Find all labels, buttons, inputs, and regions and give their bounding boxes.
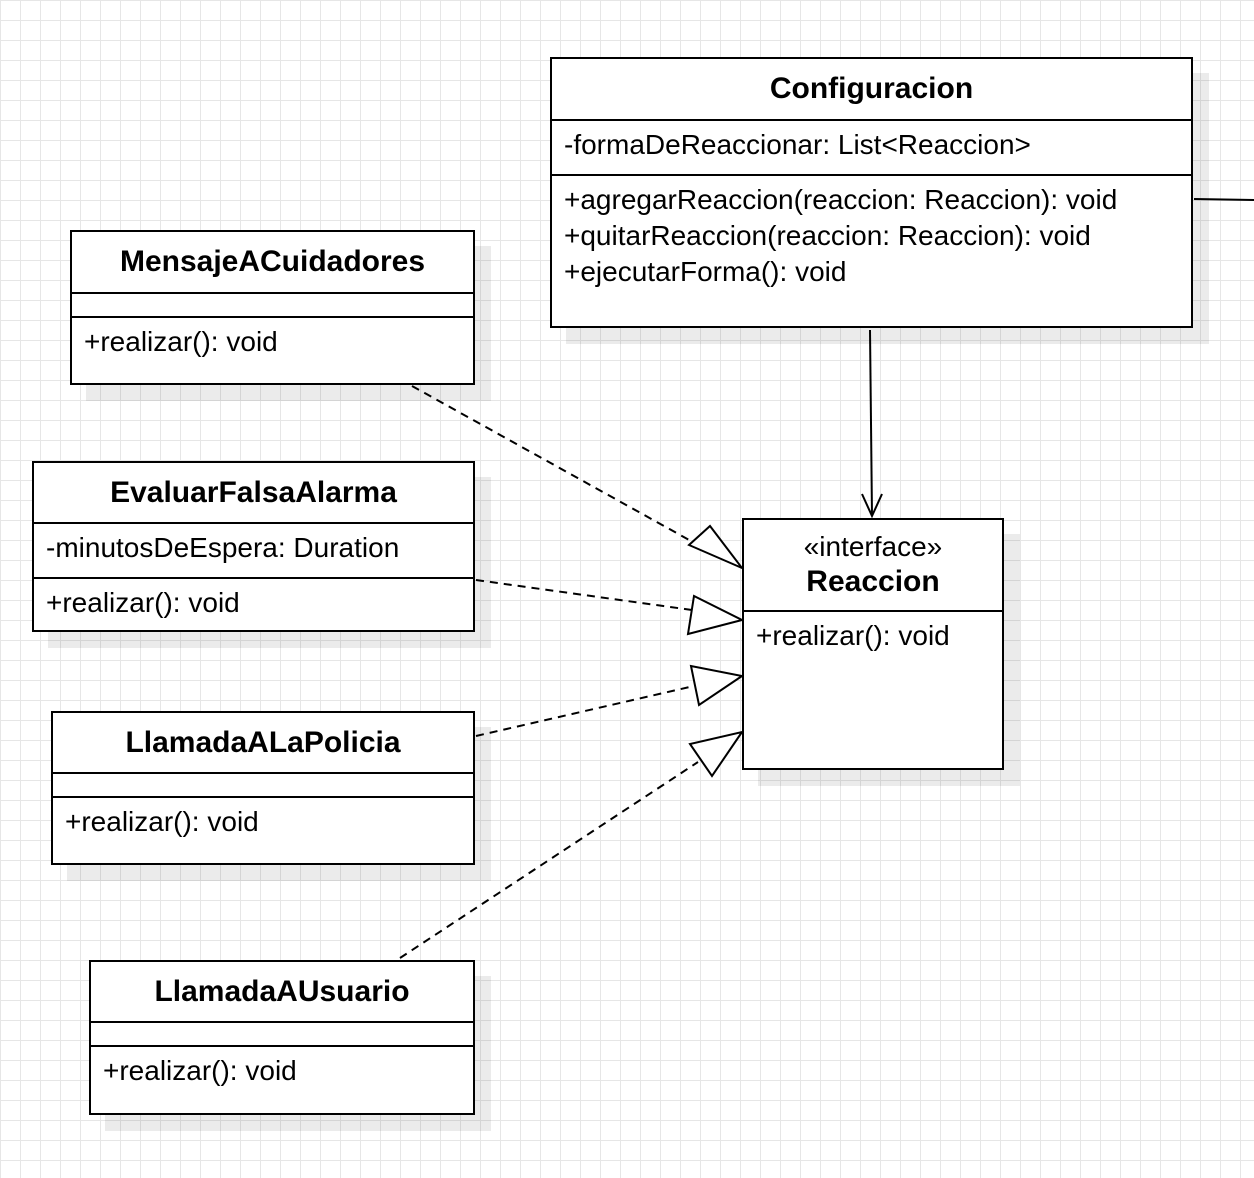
class-title: LlamadaALaPolicia: [53, 713, 473, 774]
realization-triangle-llamada-a-la-policia: [689, 664, 745, 707]
method: +realizar(): void: [103, 1055, 297, 1086]
class-title: EvaluarFalsaAlarma: [34, 463, 473, 524]
methods-section: +agregarReaccion(reaccion: Reaccion): vo…: [552, 176, 1191, 290]
method: +realizar(): void: [84, 326, 278, 357]
attribute: -formaDeReaccionar: List<Reaccion>: [564, 129, 1031, 160]
association-open-arrowhead: [861, 493, 883, 519]
method: +ejecutarForma(): void: [564, 256, 847, 287]
attribute: -minutosDeEspera: Duration: [46, 532, 400, 563]
attributes-section: -minutosDeEspera: Duration: [34, 524, 473, 579]
realization-llamada-a-usuario[interactable]: [399, 761, 699, 959]
method: +agregarReaccion(reaccion: Reaccion): vo…: [564, 184, 1118, 215]
class-llamada-a-la-policia[interactable]: LlamadaALaPolicia +realizar(): void: [51, 711, 475, 865]
class-mensaje-a-cuidadores[interactable]: MensajeACuidadores +realizar(): void: [70, 230, 475, 385]
attributes-section: -formaDeReaccionar: List<Reaccion>: [552, 121, 1191, 176]
method: +quitarReaccion(reaccion: Reaccion): voi…: [564, 220, 1091, 251]
configuracion-outgoing-edge[interactable]: [1193, 198, 1254, 201]
class-title: «interface» Reaccion: [744, 520, 1002, 612]
class-title: LlamadaAUsuario: [91, 962, 473, 1023]
attributes-section: [91, 1023, 473, 1047]
realization-triangle-mensaje-a-cuidadores: [687, 524, 746, 571]
attributes-section: [53, 774, 473, 798]
association-configuracion-reaccion[interactable]: [869, 329, 873, 517]
methods-section: +realizar(): void: [53, 798, 473, 840]
realization-evaluar-falsa-alarma[interactable]: [475, 579, 693, 611]
interface-reaccion[interactable]: «interface» Reaccion +realizar(): void: [742, 518, 1004, 770]
realization-triangle-evaluar-falsa-alarma: [686, 594, 745, 636]
method: +realizar(): void: [756, 620, 950, 651]
class-configuracion[interactable]: Configuracion -formaDeReaccionar: List<R…: [550, 57, 1193, 328]
class-name: EvaluarFalsaAlarma: [110, 475, 397, 509]
class-evaluar-falsa-alarma[interactable]: EvaluarFalsaAlarma -minutosDeEspera: Dur…: [32, 461, 475, 632]
class-name: MensajeACuidadores: [119, 245, 426, 278]
realization-llamada-a-la-policia[interactable]: [475, 685, 695, 737]
methods-section: +realizar(): void: [72, 318, 473, 360]
class-title: MensajeACuidadores: [72, 232, 473, 294]
methods-section: +realizar(): void: [91, 1047, 473, 1089]
stereotype-label: «interface»: [803, 531, 943, 562]
methods-section: +realizar(): void: [744, 612, 1002, 654]
methods-section: +realizar(): void: [34, 579, 473, 621]
realization-triangle-llamada-a-usuario: [688, 730, 745, 778]
class-name: LlamadaALaPolicia: [125, 725, 401, 759]
method: +realizar(): void: [65, 806, 259, 837]
attributes-section: [72, 294, 473, 318]
class-name: Configuracion: [769, 72, 974, 105]
method: +realizar(): void: [46, 587, 240, 618]
class-name: LlamadaAUsuario: [154, 974, 410, 1008]
class-title: Configuracion: [552, 59, 1191, 121]
class-name: Reaccion: [806, 565, 940, 598]
class-llamada-a-usuario[interactable]: LlamadaAUsuario +realizar(): void: [89, 960, 475, 1115]
